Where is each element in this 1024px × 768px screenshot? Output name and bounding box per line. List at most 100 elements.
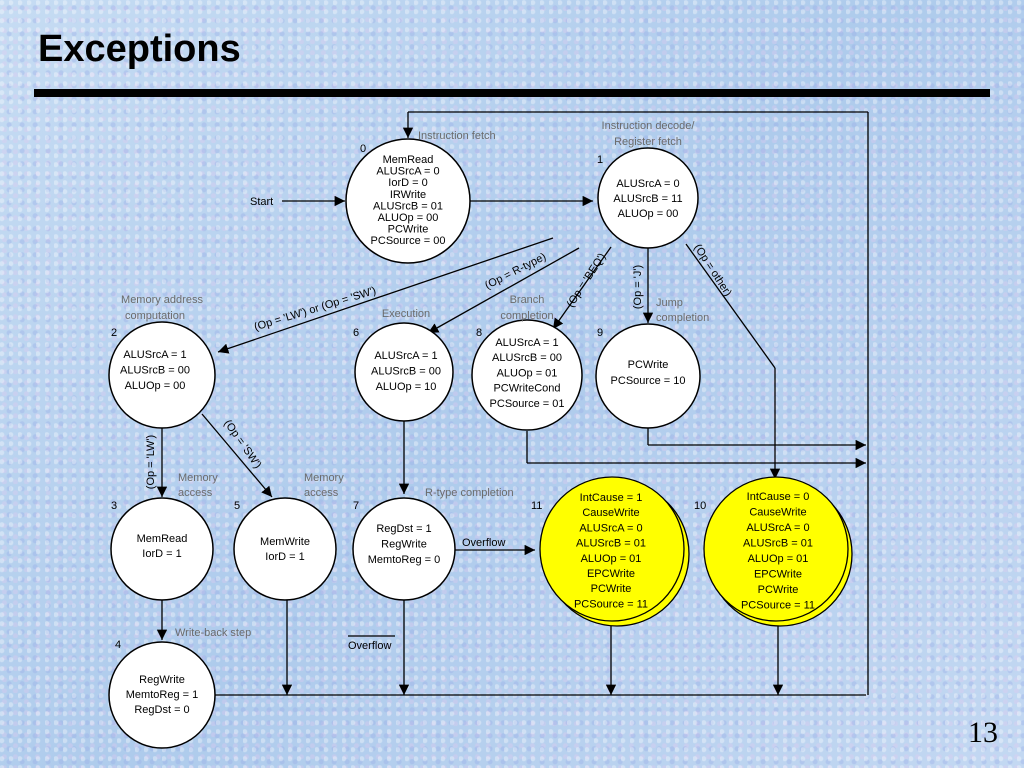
state-numbers: 0 1 2 6 8 9 3 5 7 11 10 4 [111, 143, 706, 651]
state-11-signal: CauseWrite [582, 507, 639, 519]
state-1-signal: ALUSrcA = 0 [616, 178, 679, 190]
edge-s1-other-a [685, 243, 776, 369]
state-7 [352, 497, 456, 601]
state-8-signal: ALUSrcB = 00 [492, 352, 562, 364]
section-labels: Instruction fetch Instruction decode/ Re… [121, 120, 709, 639]
state-3 [110, 497, 214, 601]
state-4-signal: RegDst = 0 [134, 704, 189, 716]
state-10-signal: IntCause = 0 [747, 491, 810, 503]
label-mem-addr-2: computation [125, 310, 185, 322]
label-jump-2: completion [656, 312, 709, 324]
state-1 [597, 147, 699, 249]
state-10-signal: PCWrite [758, 584, 799, 596]
state-5 [233, 497, 337, 601]
label-execution: Execution [382, 308, 430, 320]
state-4-number: 4 [115, 639, 121, 651]
label-rtype-completion: R-type completion [425, 487, 514, 499]
title-rule [34, 89, 990, 97]
state-6-signal: ALUOp = 10 [376, 381, 437, 393]
state-11-signal: EPCWrite [587, 568, 635, 580]
state-0 [345, 138, 471, 264]
edge-s1-s2 [217, 237, 554, 354]
edge-s1-s8 [552, 246, 612, 330]
state-0-signal: ALUOp = 00 [378, 212, 439, 224]
page-number: 13 [968, 716, 998, 749]
state-6-signal: ALUSrcB = 00 [371, 366, 441, 378]
state-0-number: 0 [360, 143, 366, 155]
slide-title: Exceptions [38, 28, 241, 70]
state-10-signal: PCSource = 11 [741, 600, 815, 612]
state-10-signal: CauseWrite [749, 507, 806, 519]
state-7-signal: MemtoReg = 0 [368, 554, 440, 566]
state-11-signal: ALUOp = 01 [581, 553, 642, 565]
state-0-signal: ALUSrcA = 0 [376, 166, 439, 178]
state-10 [703, 476, 849, 622]
label-mem-access-5-1: Memory [304, 472, 344, 484]
state-3-signal: MemRead [137, 533, 188, 545]
state-7-signal: RegWrite [381, 539, 427, 551]
state-2-signal: ALUOp = 00 [125, 380, 186, 392]
state-0-signal: ALUSrcB = 01 [373, 200, 443, 212]
label-start: Start [250, 196, 273, 208]
label-beq: (Op = 'BEQ') [565, 251, 609, 310]
state-2-signal: ALUSrcB = 00 [120, 365, 190, 377]
state-8-signal: PCSource = 01 [490, 398, 565, 410]
state-2-number: 2 [111, 327, 117, 339]
state-10-number: 10 [694, 500, 706, 512]
state-10-signal: EPCWrite [754, 569, 802, 581]
label-branch-1: Branch [510, 294, 545, 306]
edge-s1-s6 [427, 247, 580, 334]
state-1-number: 1 [597, 154, 603, 166]
state-4-signal: RegWrite [139, 674, 185, 686]
state-0-signal: PCSource = 00 [371, 235, 446, 247]
state-6 [354, 322, 454, 422]
state-0-signal: IRWrite [390, 189, 426, 201]
label-decode-2: Register fetch [614, 136, 682, 148]
state-3-number: 3 [111, 500, 117, 512]
label-branch-2: completion [500, 310, 553, 322]
state-11-signal: ALUSrcB = 01 [576, 538, 646, 550]
state-8-signal: ALUOp = 01 [497, 367, 558, 379]
label-write-back: Write-back step [175, 627, 251, 639]
state-9-number: 9 [597, 327, 603, 339]
state-7-number: 7 [353, 500, 359, 512]
state-11-signal: ALUSrcA = 0 [579, 522, 642, 534]
state-10-signal: ALUOp = 01 [748, 553, 809, 565]
label-not-overflow: Overflow [348, 640, 391, 652]
state-8-signal: ALUSrcA = 1 [495, 337, 558, 349]
state-11 [539, 476, 685, 622]
state-3-signal: IorD = 1 [142, 548, 181, 560]
state-11-signal: IntCause = 1 [580, 492, 643, 504]
state-0-signal: IorD = 0 [388, 177, 427, 189]
state-5-signal: IorD = 1 [265, 551, 304, 563]
label-mem-addr-1: Memory address [121, 294, 203, 306]
state-11-signal: PCWrite [591, 583, 632, 595]
state-5-signal: MemWrite [260, 536, 310, 548]
label-instruction-fetch: Instruction fetch [418, 130, 496, 142]
state-2 [108, 321, 216, 429]
state-8-number: 8 [476, 327, 482, 339]
state-nodes [108, 138, 853, 749]
label-overflow: Overflow [462, 537, 505, 549]
state-11-number: 11 [531, 500, 542, 512]
state-9 [595, 323, 701, 429]
state-10-signal: ALUSrcB = 01 [743, 538, 813, 550]
transition-lines [156, 111, 869, 696]
state-4-signal: MemtoReg = 1 [126, 689, 198, 701]
state-8 [471, 319, 583, 431]
edge-s2-s5 [201, 413, 273, 498]
state-7-signal: RegDst = 1 [376, 523, 431, 535]
label-mem-access-3-1: Memory [178, 472, 218, 484]
state-6-number: 6 [353, 327, 359, 339]
label-other: (Op = other) [691, 242, 734, 299]
state-0-signal: MemRead [383, 154, 434, 166]
label-decode-1: Instruction decode/ [602, 120, 696, 132]
label-lw: (Op = 'LW') [145, 435, 157, 489]
state-11-signal: PCSource = 11 [574, 598, 648, 610]
label-mem-access-5-2: access [304, 487, 339, 499]
state-8-signal: PCWriteCond [493, 383, 560, 395]
label-mem-access-3-2: access [178, 487, 213, 499]
state-5-number: 5 [234, 500, 240, 512]
